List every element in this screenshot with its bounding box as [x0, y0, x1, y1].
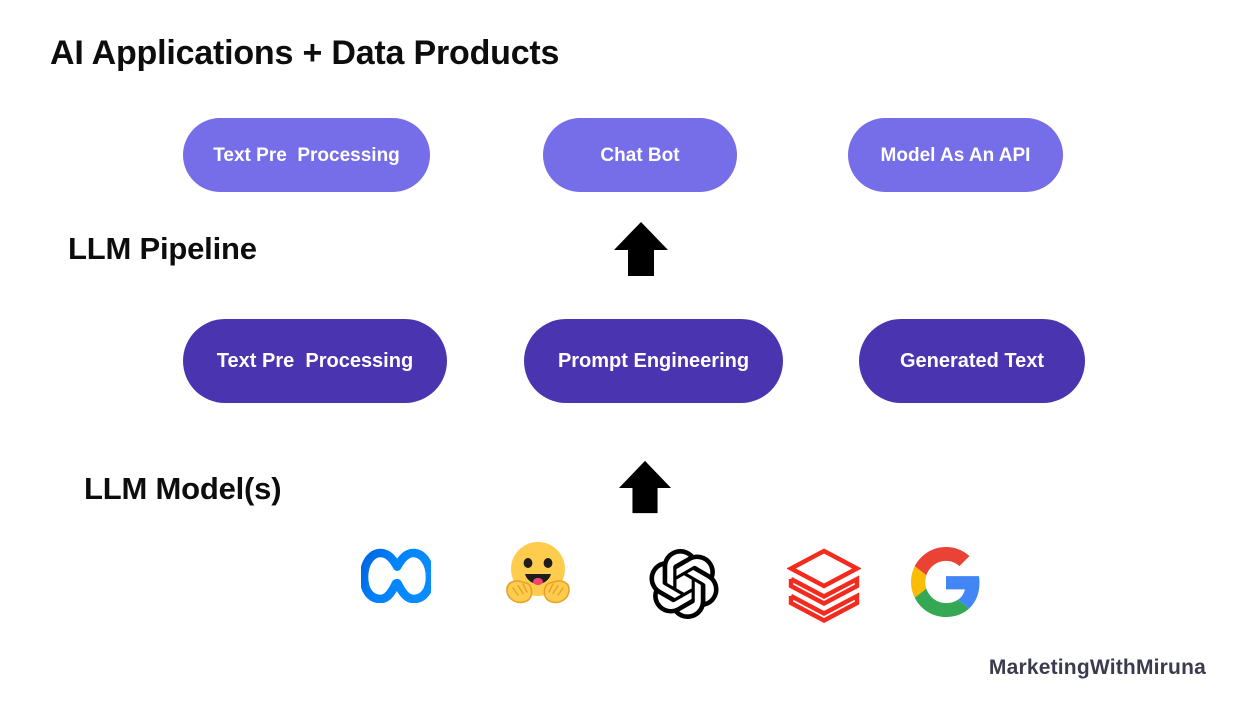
google-logo — [911, 546, 981, 623]
openai-logo — [649, 548, 719, 625]
pill-text-pre-processing-app[interactable]: Text Pre Processing — [183, 118, 430, 192]
section-label-llm-models: LLM Model(s) — [84, 471, 282, 506]
meta-logo — [359, 547, 435, 608]
pill-generated-text[interactable]: Generated Text — [859, 319, 1085, 403]
footer-brand: MarketingWithMiruna — [988, 656, 1206, 679]
arrow-up-icon — [617, 458, 673, 521]
pill-model-as-an-api[interactable]: Model As An API — [848, 118, 1063, 192]
page-title: AI Applications + Data Products — [50, 34, 560, 72]
arrow-up-icon — [612, 220, 670, 283]
pill-chat-bot[interactable]: Chat Bot — [543, 118, 737, 192]
section-label-llm-pipeline: LLM Pipeline — [68, 231, 257, 266]
databricks-logo — [786, 546, 862, 631]
pill-prompt-engineering[interactable]: Prompt Engineering — [524, 319, 783, 403]
hugging-face-logo — [503, 538, 573, 613]
pill-text-pre-processing-pipeline[interactable]: Text Pre Processing — [183, 319, 447, 403]
